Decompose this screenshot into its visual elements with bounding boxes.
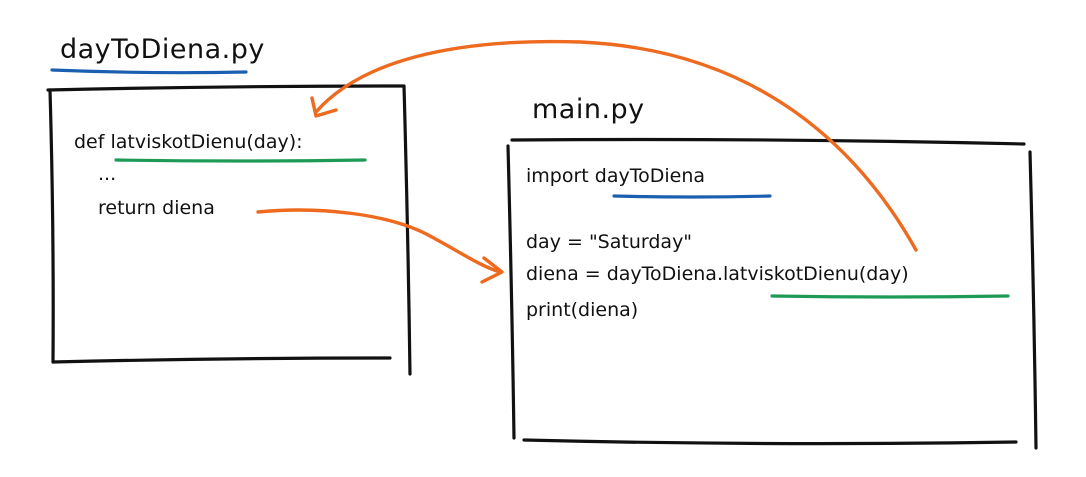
function-call-underline [770,294,1010,299]
main-code-line-import: import dayToDiena [526,165,705,187]
main-box-bottom [522,438,1018,446]
module-box-top [46,84,405,92]
module-box-right [402,84,412,376]
main-code-line-print: print(diena) [526,299,638,321]
main-box-top [510,137,1026,146]
module-box-left [48,88,55,364]
module-code-line-def: def latviskotDienu(day): [74,131,303,153]
call-arrow [310,39,918,252]
main-file-box [506,137,1038,450]
module-title-underline [50,68,248,75]
function-def-underline [114,158,367,163]
return-arrow-curve [256,208,502,274]
module-file-title: dayToDiena.py [60,34,265,65]
module-box-bottom [51,356,392,364]
module-code-line-ellipsis: ... [98,163,116,185]
main-box-right [1028,150,1038,450]
call-arrowhead-icon [310,96,338,118]
main-code-line-call: diena = dayToDiena.latviskotDienu(day) [526,263,909,285]
module-file-box [46,84,412,376]
main-code-line-assign-day: day = "Saturday" [526,231,692,253]
call-arrow-curve [314,39,918,252]
module-code-line-return: return diena [98,197,215,219]
return-arrow [256,208,504,284]
main-box-left [506,144,516,440]
main-file-title: main.py [532,94,645,125]
import-module-underline [612,194,772,199]
return-arrowhead-icon [480,256,504,284]
